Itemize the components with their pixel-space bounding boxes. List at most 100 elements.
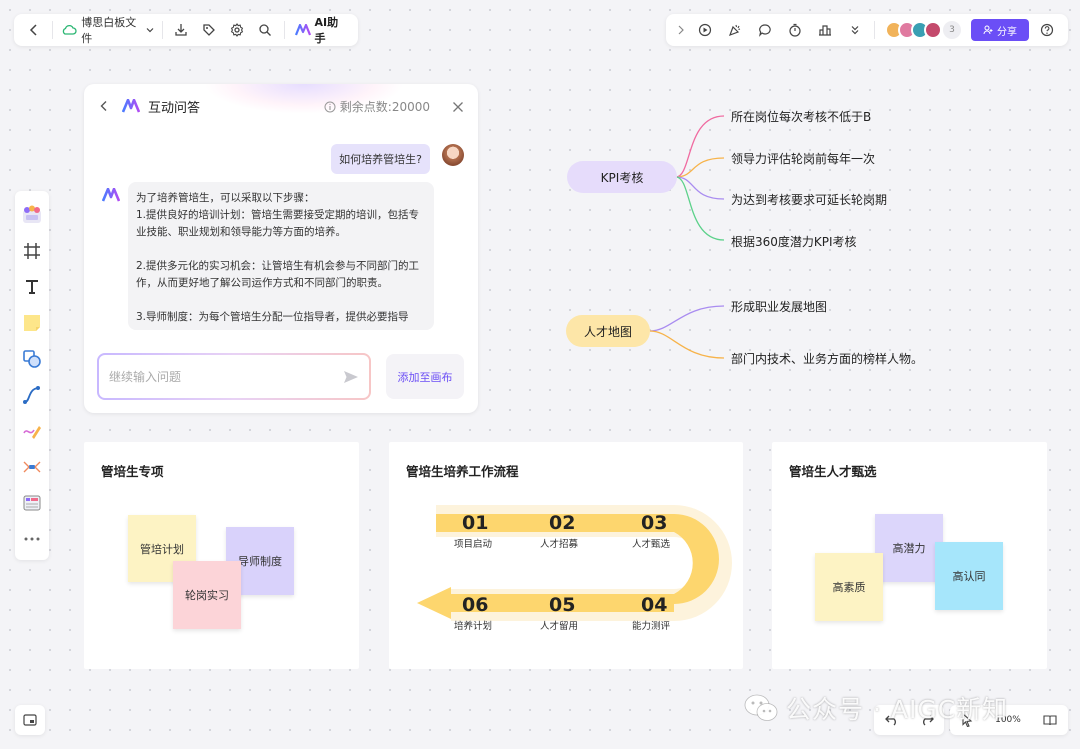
mindmap-leaf[interactable]: 领导力评估轮岗前每年一次 xyxy=(731,152,876,166)
settings-button[interactable] xyxy=(223,14,251,46)
file-name: 博思白板文件 xyxy=(81,16,137,45)
search-button[interactable] xyxy=(251,14,279,46)
flow-step-label: 人才留用 xyxy=(540,621,579,632)
mindmap-icon xyxy=(22,457,42,477)
avatar xyxy=(924,21,942,39)
ai-logo-icon xyxy=(102,188,120,202)
shape-tool[interactable] xyxy=(15,341,49,377)
more-tools-button[interactable] xyxy=(840,14,870,46)
send-icon[interactable] xyxy=(343,369,359,385)
template-tool[interactable] xyxy=(15,197,49,233)
flow-step-label: 人才甄选 xyxy=(632,539,671,550)
user-message: 如何培养管培生? xyxy=(331,144,430,174)
info-icon xyxy=(324,101,336,113)
card-special[interactable]: 管培生专项 管培计划 导师制度 轮岗实习 xyxy=(84,442,359,669)
card-flow[interactable]: 管培生培养工作流程 01 项目启动 02 人才招募 03 人才甄选 04 能力测… xyxy=(389,442,743,669)
template-icon xyxy=(21,204,43,226)
cursor-icon[interactable] xyxy=(961,713,973,727)
flow-step-number: 02 xyxy=(549,512,576,534)
cloud-icon xyxy=(61,24,77,36)
pen-tool[interactable] xyxy=(15,413,49,449)
zoom-controls: 100% xyxy=(950,705,1068,735)
minimap-button[interactable] xyxy=(15,705,45,735)
timer-button[interactable] xyxy=(780,14,810,46)
tag-icon xyxy=(202,23,216,37)
download-button[interactable] xyxy=(167,14,195,46)
sticky-note-tool[interactable] xyxy=(15,305,49,341)
zoom-level[interactable]: 100% xyxy=(995,715,1021,725)
flow-step-label: 能力测评 xyxy=(632,621,671,632)
podium-icon xyxy=(818,23,832,37)
flow-step-number: 01 xyxy=(462,512,489,534)
back-icon[interactable] xyxy=(98,100,110,112)
mindmap-leaf[interactable]: 根据360度潜力KPI考核 xyxy=(731,235,857,249)
connector-tool[interactable] xyxy=(15,377,49,413)
flow-step-label: 培养计划 xyxy=(454,621,493,632)
vote-button[interactable] xyxy=(810,14,840,46)
collapse-toolbar-button[interactable] xyxy=(672,14,690,46)
close-icon xyxy=(452,101,464,113)
divider xyxy=(161,21,163,39)
mindmap-leaf[interactable]: 部门内技术、业务方面的榜样人物。 xyxy=(731,352,924,366)
comment-button[interactable] xyxy=(750,14,780,46)
flow-step-label: 人才招募 xyxy=(540,539,579,550)
wechat-icon xyxy=(744,694,778,722)
shape-icon xyxy=(22,349,42,369)
close-button[interactable] xyxy=(452,98,464,117)
redo-icon[interactable] xyxy=(920,714,934,726)
text-tool[interactable] xyxy=(15,269,49,305)
tag-button[interactable] xyxy=(195,14,223,46)
minimap-icon xyxy=(23,714,37,726)
pen-icon xyxy=(22,421,42,441)
top-right-toolbar: 3 分享 xyxy=(666,14,1068,46)
collaborator-avatars[interactable]: 3 xyxy=(885,21,961,39)
mindmap-node-talent[interactable]: 人才地图 xyxy=(566,315,650,347)
gear-icon xyxy=(230,23,244,37)
party-popper-icon xyxy=(728,23,742,37)
top-left-toolbar: 博思白板文件 AI助手 xyxy=(14,14,358,46)
mindmap-tool[interactable] xyxy=(15,449,49,485)
card-title: 管培生专项 xyxy=(101,464,164,479)
mindmap-leaf[interactable]: 为达到考核要求可延长轮岗期 xyxy=(731,193,888,207)
mindmap-leaf[interactable]: 形成职业发展地图 xyxy=(731,300,828,314)
more-tools[interactable] xyxy=(15,521,49,557)
share-label: 分享 xyxy=(997,26,1017,38)
card-selection[interactable]: 管培生人才甄选 高潜力 高素质 高认同 xyxy=(772,442,1047,669)
table-icon xyxy=(22,493,42,513)
collaborator-count: 3 xyxy=(943,21,961,39)
mindmap-node-kpi[interactable]: KPI考核 xyxy=(567,161,677,193)
sticky-note[interactable]: 高潜力 xyxy=(875,514,943,582)
frame-icon xyxy=(23,242,41,260)
text-icon xyxy=(23,278,41,296)
ai-assistant-button[interactable]: AI助手 xyxy=(289,14,352,46)
flow-step-number: 05 xyxy=(549,594,576,616)
ai-assistant-label: AI助手 xyxy=(314,16,339,45)
book-icon[interactable] xyxy=(1043,714,1057,726)
celebrate-button[interactable] xyxy=(720,14,750,46)
search-icon xyxy=(258,23,272,37)
sticky-note[interactable]: 轮岗实习 xyxy=(173,561,241,629)
present-button[interactable] xyxy=(690,14,720,46)
ai-panel-title: 互动问答 xyxy=(148,100,201,116)
share-button[interactable]: 分享 xyxy=(971,19,1029,41)
back-button[interactable] xyxy=(20,14,48,46)
undo-icon[interactable] xyxy=(884,714,899,726)
question-input[interactable] xyxy=(109,369,343,384)
question-input-box[interactable] xyxy=(97,353,371,400)
sticky-note[interactable]: 高认同 xyxy=(935,542,1003,610)
table-tool[interactable] xyxy=(15,485,49,521)
chevron-left-icon xyxy=(27,23,41,37)
ai-logo-icon xyxy=(294,24,311,36)
ai-qa-panel: 互动问答 剩余点数:20000 如何培养管培生? 为了培养管培生，可以采取以下步… xyxy=(84,84,478,413)
bot-message: 为了培养管培生，可以采取以下步骤： 1.提供良好的培训计划：管培生需要接受定期的… xyxy=(128,182,434,330)
flow-step-number: 06 xyxy=(462,594,489,616)
add-user-icon xyxy=(983,25,993,35)
file-name-dropdown[interactable]: 博思白板文件 xyxy=(57,14,157,46)
help-button[interactable] xyxy=(1032,14,1062,46)
sticky-note[interactable]: 高素质 xyxy=(815,553,883,621)
ai-logo-icon xyxy=(122,99,140,113)
frame-tool[interactable] xyxy=(15,233,49,269)
add-to-canvas-button[interactable]: 添加至画布 xyxy=(386,354,464,399)
mindmap-leaf[interactable]: 所在岗位每次考核不低于B xyxy=(731,110,872,124)
